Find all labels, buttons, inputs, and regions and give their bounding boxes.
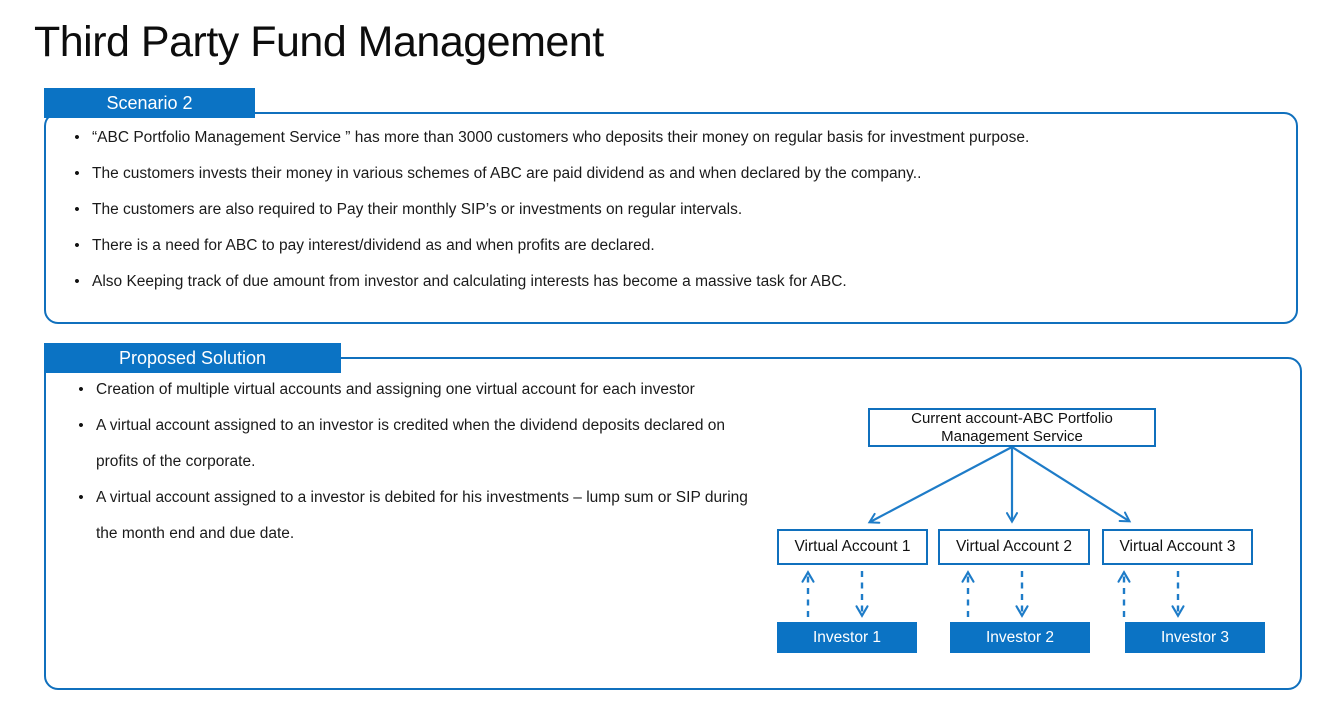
diagram-root-label: Current account-ABC Portfolio Management… [911,409,1113,445]
bullet-dot: • [74,237,80,254]
scenario-bullet-4: • There is a need for ABC to pay interest… [62,228,1262,264]
scenario-bullet-3: • The customers are also required to Pay … [62,192,1262,228]
page-title: Third Party Fund Management [34,18,604,66]
bullet-text: The customers invests their money in var… [92,165,922,182]
solution-bullet-2: • A virtual account assigned to an invest… [66,408,756,480]
bullet-dot: • [78,489,84,506]
diagram-investor-2: Investor 2 [950,622,1090,653]
solution-bullet-1: • Creation of multiple virtual accounts a… [66,372,756,408]
diagram-virtual-account-2: Virtual Account 2 [938,529,1090,565]
solution-tab: Proposed Solution [44,343,341,373]
bullet-text: A virtual account assigned to a investor… [96,489,748,542]
diagram-virtual-account-1: Virtual Account 1 [777,529,928,565]
scenario-tab-label: Scenario 2 [106,92,193,113]
bullet-dot: • [74,129,80,146]
diagram-investor-1: Investor 1 [777,622,917,653]
diagram-virtual-account-3: Virtual Account 3 [1102,529,1253,565]
diagram-root-box: Current account-ABC Portfolio Management… [868,408,1156,447]
bullet-text: Also Keeping track of due amount from in… [92,273,847,290]
solution-bullet-list: • Creation of multiple virtual accounts a… [66,372,756,552]
scenario-bullet-list: • “ABC Portfolio Management Service ” has… [62,120,1262,300]
bullet-dot: • [74,273,80,290]
bullet-text: “ABC Portfolio Management Service ” has … [92,129,1030,146]
bullet-dot: • [74,165,80,182]
bullet-dot: • [78,417,84,434]
scenario-bullet-5: • Also Keeping track of due amount from i… [62,264,1262,300]
bullet-dot: • [74,201,80,218]
bullet-text: A virtual account assigned to an investo… [96,417,725,470]
scenario-panel [44,112,1298,324]
scenario-tab: Scenario 2 [44,88,255,118]
bullet-dot: • [78,381,84,398]
bullet-text: Creation of multiple virtual accounts an… [96,381,695,398]
bullet-text: The customers are also required to Pay t… [92,201,743,218]
solution-bullet-3: • A virtual account assigned to a investo… [66,480,756,552]
bullet-text: There is a need for ABC to pay interest/… [92,237,655,254]
solution-tab-label: Proposed Solution [118,347,267,368]
scenario-bullet-1: • “ABC Portfolio Management Service ” has… [62,120,1262,156]
diagram-investor-3: Investor 3 [1125,622,1265,653]
scenario-bullet-2: • The customers invests their money in va… [62,156,1262,192]
